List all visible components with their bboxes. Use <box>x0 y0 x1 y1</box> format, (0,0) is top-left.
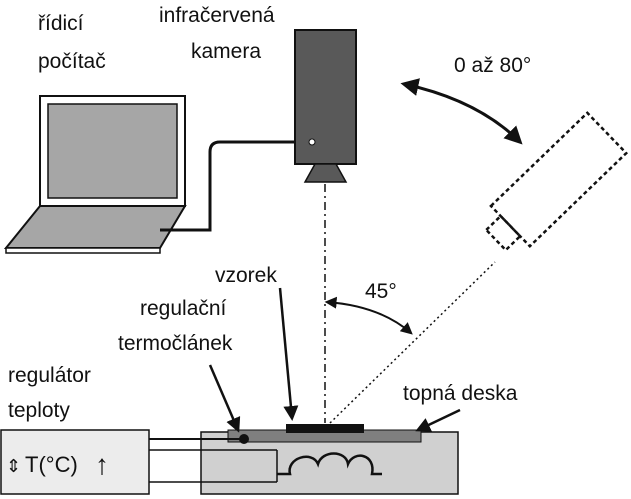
tilted-camera-outline <box>484 111 628 252</box>
thermocouple-label-line2: termočlánek <box>118 332 233 355</box>
computer-label-line1: řídicí <box>38 12 84 35</box>
thermocouple-pointer-arrow <box>208 364 241 433</box>
heating-coil-icon <box>277 452 382 476</box>
controller-label-line2: teploty <box>8 399 70 422</box>
heating-plate-label: topná deska <box>403 382 518 405</box>
tilt-range-arrow <box>400 78 523 145</box>
thermocouple-label-line1: regulační <box>140 297 227 320</box>
sample <box>286 424 364 433</box>
controller-display: T(°C) <box>25 452 78 477</box>
sample-pointer-arrow <box>278 287 299 421</box>
controller-updown-icon: ⇕ <box>6 456 21 476</box>
laptop-icon <box>3 95 187 254</box>
camera-label-line1: infračervená <box>159 4 275 27</box>
computer-label-line2: počítač <box>38 50 106 73</box>
optical-axis-tilted <box>329 261 496 424</box>
sample-label: vzorek <box>215 264 277 287</box>
controller-up-arrow-icon: ↑ <box>95 449 109 480</box>
angle-45-label: 45° <box>365 280 397 303</box>
infrared-camera-icon <box>294 29 357 183</box>
angle-range-label: 0 až 80° <box>454 54 531 77</box>
controller-label-line1: regulátor <box>8 364 91 387</box>
camera-cable <box>160 140 312 232</box>
heating-plate-pointer-arrow <box>415 408 461 432</box>
angle-45-arrow <box>324 296 413 335</box>
temperature-controller-box <box>0 429 150 495</box>
camera-label-line2: kamera <box>191 40 261 63</box>
